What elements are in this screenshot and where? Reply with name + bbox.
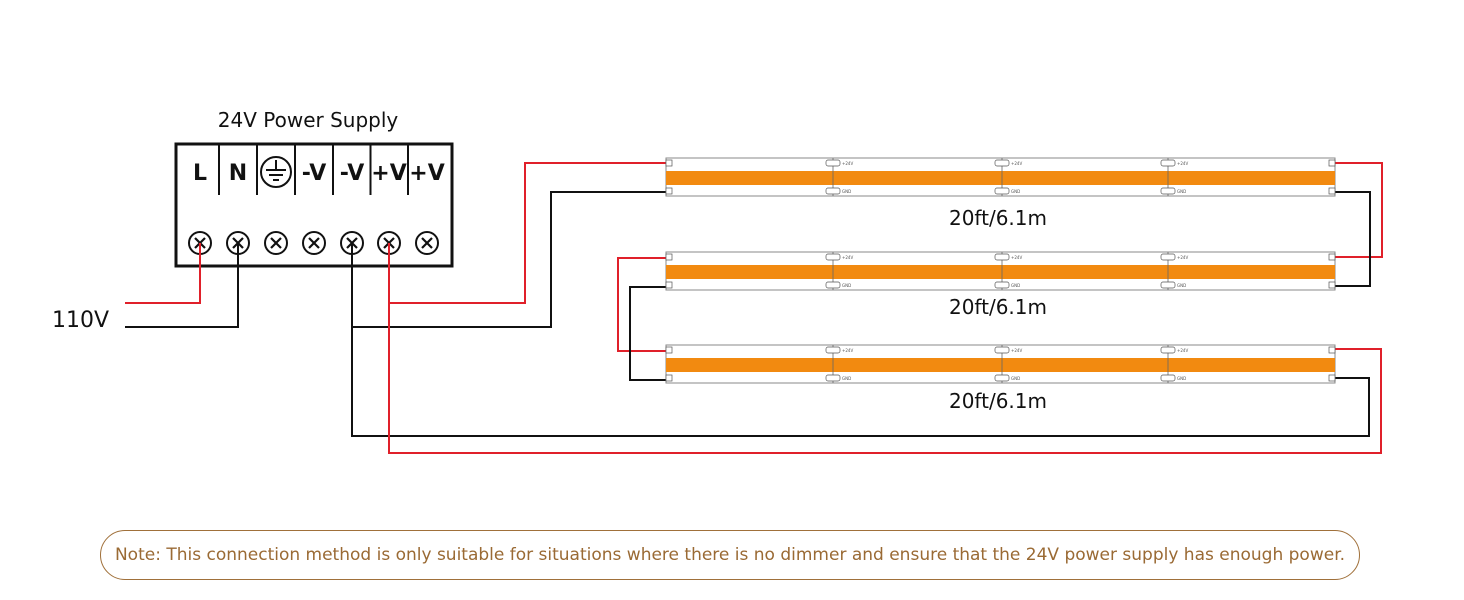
- end-pad-icon: [665, 187, 673, 195]
- solder-pad-icon: [1160, 187, 1176, 195]
- terminal-label: +V: [371, 161, 406, 186]
- solder-pad-icon: [825, 346, 841, 354]
- power-supply-title: 24V Power Supply: [218, 108, 399, 132]
- solder-pad-icon: [825, 253, 841, 261]
- solder-pad-icon: [994, 159, 1010, 167]
- note-text: Note: This connection method is only sui…: [114, 545, 1346, 565]
- strip1-negative-feed: [351, 191, 669, 328]
- pad-label-minus: GND: [1177, 283, 1186, 288]
- pad-label-minus: GND: [842, 376, 851, 381]
- pad-label-plus: +24V: [1011, 348, 1022, 353]
- end-pad-icon: [665, 253, 673, 261]
- pad-label-minus: GND: [1011, 189, 1020, 194]
- ground-icon: [260, 156, 292, 188]
- strip2-to-strip3-positive: [617, 257, 669, 352]
- strip-length-label: 20ft/6.1m: [949, 295, 1047, 319]
- solder-pad-icon: [994, 281, 1010, 289]
- end-pad-icon: [1328, 159, 1336, 167]
- led-strip-light-band: [666, 358, 1335, 372]
- solder-pad-icon: [1160, 374, 1176, 382]
- pad-label-plus: +24V: [842, 348, 853, 353]
- pad-label-plus: +24V: [1177, 255, 1188, 260]
- terminal-label: -V: [302, 161, 327, 186]
- led-strip-light-band: [666, 265, 1335, 279]
- solder-pad-icon: [994, 346, 1010, 354]
- terminal-label: +V: [409, 161, 444, 186]
- end-pad-icon: [665, 374, 673, 382]
- pad-label-minus: GND: [842, 189, 851, 194]
- terminal-label: L: [193, 161, 207, 186]
- pad-label-plus: +24V: [842, 161, 853, 166]
- pad-label-minus: GND: [1011, 283, 1020, 288]
- led-strip-light-band: [666, 171, 1335, 185]
- led-strips: +24VGND+24VGND+24VGND20ft/6.1m+24VGND+24…: [665, 157, 1336, 413]
- solder-pad-icon: [994, 374, 1010, 382]
- solder-pad-icon: [1160, 281, 1176, 289]
- terminal-screw-icon: [302, 231, 326, 255]
- strip1-to-strip2-negative: [1335, 191, 1371, 287]
- strip3-return-negative: [351, 327, 1370, 437]
- solder-pad-icon: [1160, 346, 1176, 354]
- led-strip: +24V GND +24V GND +24V GND 20ft/6.1m: [665, 344, 1336, 413]
- pad-label-plus: +24V: [1011, 255, 1022, 260]
- solder-pad-icon: [825, 187, 841, 195]
- input-voltage-label: 110V: [52, 308, 109, 333]
- strip2-to-strip3-negative: [629, 286, 669, 381]
- led-strip: +24V GND +24V GND +24V GND 20ft/6.1m: [665, 251, 1336, 319]
- end-pad-icon: [1328, 374, 1336, 382]
- pad-label-plus: +24V: [1011, 161, 1022, 166]
- mains-neutral-wire: [125, 243, 239, 328]
- solder-pad-icon: [994, 253, 1010, 261]
- pad-label-plus: +24V: [1177, 348, 1188, 353]
- wires: [125, 162, 1383, 454]
- pad-label-minus: GND: [1011, 376, 1020, 381]
- terminal-screw-icon: [264, 231, 288, 255]
- pad-label-plus: +24V: [1177, 161, 1188, 166]
- pad-label-minus: GND: [1177, 376, 1186, 381]
- strip1-to-strip2-positive: [1335, 162, 1383, 258]
- strip-length-label: 20ft/6.1m: [949, 389, 1047, 413]
- terminal-label: -V: [340, 161, 365, 186]
- solder-pad-icon: [1160, 253, 1176, 261]
- strip-length-label: 20ft/6.1m: [949, 206, 1047, 230]
- note-box: Note: This connection method is only sui…: [100, 530, 1360, 580]
- pad-label-minus: GND: [842, 283, 851, 288]
- end-pad-icon: [665, 281, 673, 289]
- end-pad-icon: [1328, 187, 1336, 195]
- solder-pad-icon: [994, 187, 1010, 195]
- pad-label-plus: +24V: [842, 255, 853, 260]
- end-pad-icon: [1328, 346, 1336, 354]
- strip1-positive-feed: [388, 162, 669, 304]
- end-pad-icon: [665, 159, 673, 167]
- solder-pad-icon: [825, 159, 841, 167]
- pad-label-minus: GND: [1177, 189, 1186, 194]
- mains-live-wire: [125, 243, 201, 304]
- end-pad-icon: [665, 346, 673, 354]
- solder-pad-icon: [825, 281, 841, 289]
- strip3-return-positive: [388, 303, 1382, 454]
- solder-pad-icon: [825, 374, 841, 382]
- solder-pad-icon: [1160, 159, 1176, 167]
- end-pad-icon: [1328, 281, 1336, 289]
- terminal-screw-icon: [415, 231, 439, 255]
- terminal-label: N: [229, 161, 247, 186]
- end-pad-icon: [1328, 253, 1336, 261]
- led-strip: +24V GND +24V GND +24V GND 20ft/6.1m: [665, 157, 1336, 230]
